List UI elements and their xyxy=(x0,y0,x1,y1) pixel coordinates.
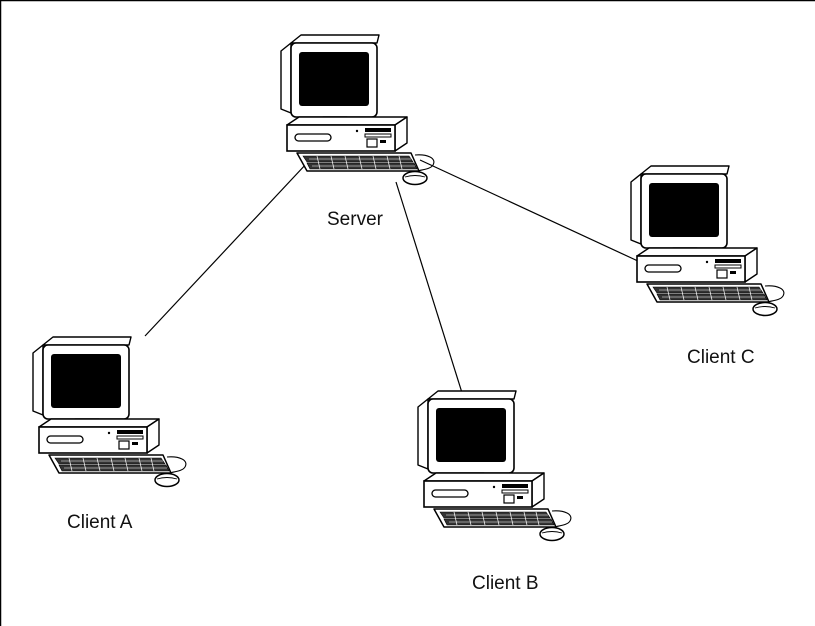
link-server-client-a xyxy=(144,162,308,337)
server-label: Server xyxy=(327,209,383,230)
client-a-computer-icon xyxy=(32,336,187,488)
link-server-client-b xyxy=(395,181,464,397)
client-a-label: Client A xyxy=(67,512,133,533)
client-b-computer-icon xyxy=(417,390,572,542)
link-server-client-c xyxy=(419,159,641,263)
server-computer-icon xyxy=(280,34,435,186)
client-c-computer-icon xyxy=(630,165,785,317)
client-b-label: Client B xyxy=(472,573,539,594)
client-c-label: Client C xyxy=(687,347,755,368)
